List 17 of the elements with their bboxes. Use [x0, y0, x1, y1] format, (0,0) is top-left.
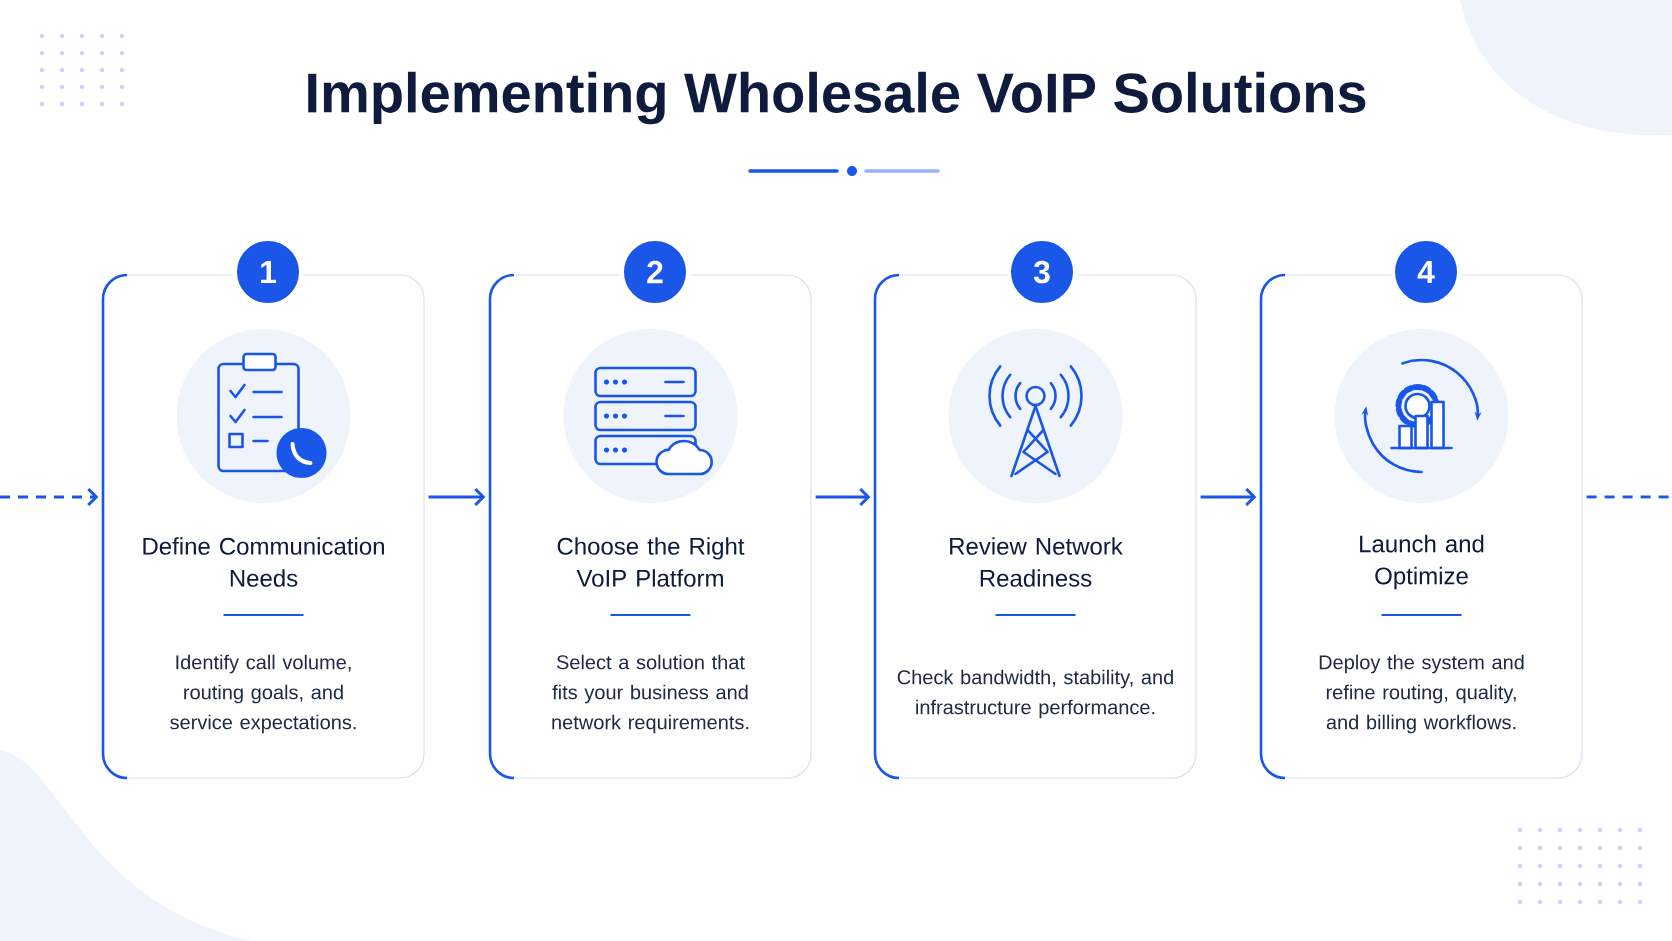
title: Implementing Wholesale VoIP Solutions [308, 71, 1366, 125]
number-badge: 1 [233, 237, 303, 307]
step-description: Check bandwidth, stability, and infrastructure performance. [897, 669, 1173, 719]
arrow [0, 487, 99, 507]
step-description: Deploy the system and refine routing, quality, and billing workflows. [1319, 654, 1524, 734]
step-title: Choose the Right VoIP Platform [557, 537, 745, 587]
step-description: Select a solution that fits your business and network requirements. [552, 654, 749, 734]
arrow [815, 487, 871, 507]
step-title: Review Network Readiness [950, 537, 1123, 587]
number-badge: 4 [1391, 237, 1461, 307]
arrow [1200, 487, 1257, 507]
step-title: Define Communication Needs [143, 537, 384, 587]
step-description: Identify call volume, routing goals, and service expectations. [170, 654, 356, 734]
step-title: Launch and Optimize [1360, 534, 1484, 590]
arrow [428, 487, 486, 507]
number-badge: 3 [1007, 237, 1077, 307]
number-badge: 2 [620, 237, 690, 307]
